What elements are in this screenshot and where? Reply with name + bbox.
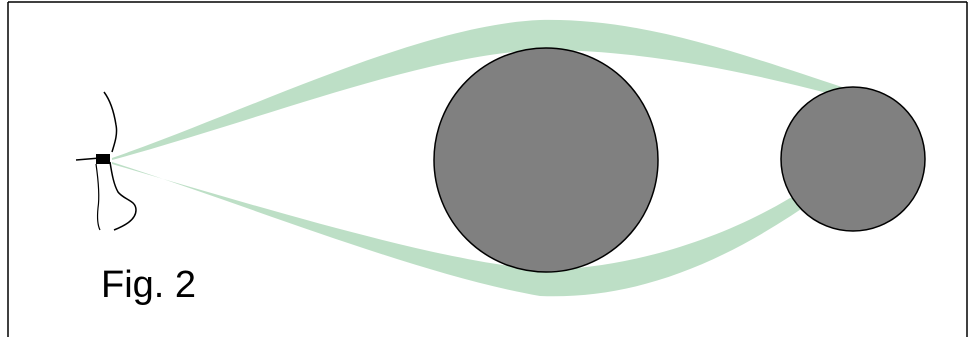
large-body xyxy=(434,48,658,272)
small-body xyxy=(781,87,925,231)
figure-label: Fig. 2 xyxy=(101,266,196,304)
eye-icon xyxy=(76,92,136,230)
